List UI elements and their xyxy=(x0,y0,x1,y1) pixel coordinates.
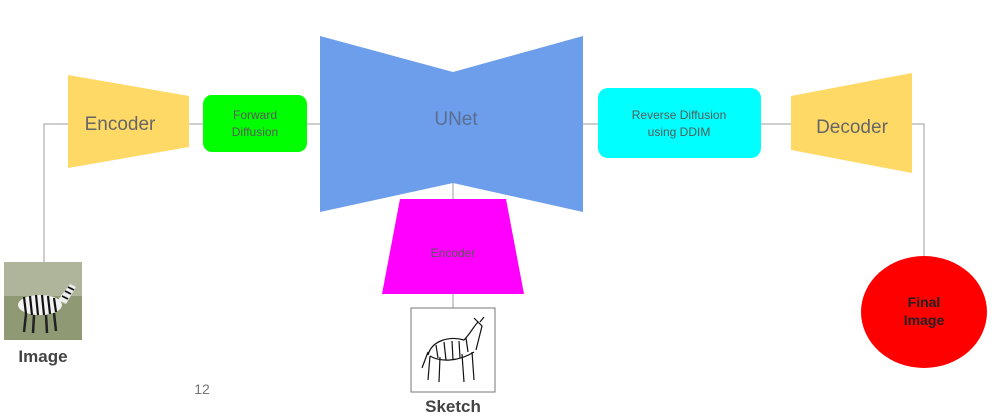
decoder-to-final-connector xyxy=(912,123,925,257)
zebra-photo xyxy=(4,262,82,340)
reverse-diffusion-block: Reverse Diffusion using DDIM xyxy=(598,88,761,158)
encoder-left-label: Encoder xyxy=(85,114,156,135)
image-caption: Image xyxy=(18,347,67,366)
final-image-block: Final Image xyxy=(861,256,987,368)
decoder-shape xyxy=(791,73,912,173)
input-image-thumbnail xyxy=(4,262,82,340)
decoder-label: Decoder xyxy=(816,117,888,138)
final-image-label-line2: Image xyxy=(904,312,945,328)
encoder-left-shape xyxy=(68,75,189,168)
unet-shape xyxy=(320,36,583,212)
input-sketch-thumbnail xyxy=(410,307,496,393)
encoder-block-left: Encoder xyxy=(68,75,189,168)
slide-number: 12 xyxy=(194,381,210,397)
sketch-encoder-label: Encoder xyxy=(431,246,476,260)
final-image-circle xyxy=(861,256,987,368)
reverse-diffusion-label-line2: using DDIM xyxy=(648,125,711,139)
forward-diffusion-label-line1: Forward xyxy=(233,108,277,122)
decoder-block: Decoder xyxy=(791,73,912,173)
forward-diffusion-box xyxy=(203,95,307,152)
unet-label: UNet xyxy=(434,109,478,130)
sketch-encoder-block: Encoder xyxy=(382,199,524,294)
forward-diffusion-block: Forward Diffusion xyxy=(203,95,307,152)
forward-diffusion-label-line2: Diffusion xyxy=(232,125,278,139)
image-to-encoder-connector xyxy=(43,123,68,262)
final-image-label-line1: Final xyxy=(908,294,941,310)
reverse-diffusion-label-line1: Reverse Diffusion xyxy=(632,108,727,122)
sketch-caption: Sketch xyxy=(425,397,481,415)
unet-block: UNet xyxy=(320,36,583,212)
sketch-encoder-shape xyxy=(382,199,524,294)
reverse-diffusion-box xyxy=(598,88,761,158)
zebra-sketch-drawing xyxy=(421,316,485,383)
